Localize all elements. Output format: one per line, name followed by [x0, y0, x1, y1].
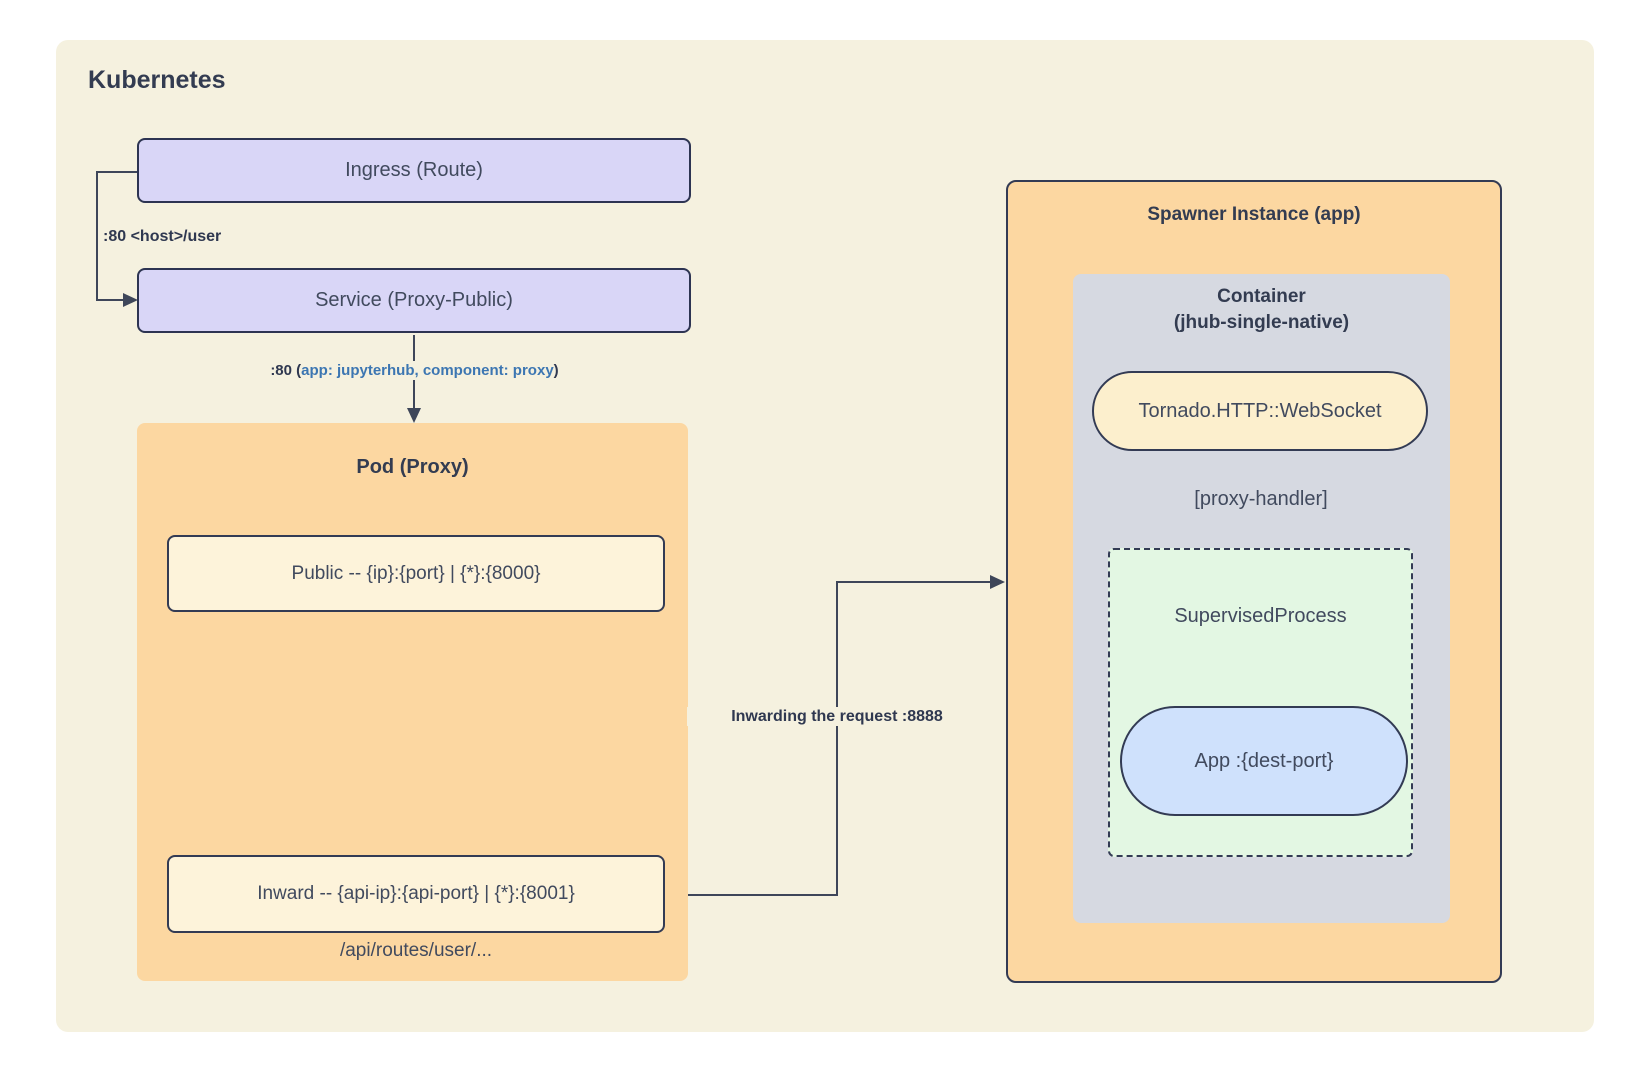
- tornado-websocket-node: Tornado.HTTP::WebSocket: [1092, 371, 1428, 451]
- port-suffix: ): [553, 362, 559, 379]
- service-pod-edge-label: :80 (app: jupyterhub, component: proxy): [262, 361, 567, 380]
- kubernetes-title: Kubernetes: [88, 66, 226, 94]
- selector-text: app: jupyterhub, component: proxy: [301, 362, 554, 379]
- port-prefix: :80 (: [270, 362, 302, 379]
- container-title-line2: (jhub-single-native): [1173, 312, 1350, 333]
- pod-proxy-title: Pod (Proxy): [356, 456, 469, 478]
- ingress-service-edge-label: :80 <host>/user: [103, 227, 222, 246]
- inward-endpoint-label: Inward -- {api-ip}:{api-port} | {*}:{800…: [257, 883, 575, 904]
- container-title: Container (jhub-single-native): [1073, 284, 1450, 336]
- api-routes-note: /api/routes/user/...: [339, 940, 493, 961]
- public-endpoint-label: Public -- {ip}:{port} | {*}:{8000}: [291, 562, 541, 584]
- spawner-instance-title: Spawner Instance (app): [1147, 204, 1361, 225]
- app-dest-port-label: App :{dest-port}: [1194, 749, 1334, 772]
- ingress-node: Ingress (Route): [137, 138, 691, 203]
- inward-spawner-edge-label: Inwarding the request :8888: [687, 707, 987, 726]
- service-node: Service (Proxy-Public): [137, 268, 691, 333]
- supervised-process-label: SupervisedProcess: [1174, 605, 1347, 627]
- ingress-label: Ingress (Route): [345, 159, 483, 181]
- app-dest-port-node: App :{dest-port}: [1120, 706, 1408, 816]
- tornado-websocket-label: Tornado.HTTP::WebSocket: [1138, 399, 1382, 422]
- service-label: Service (Proxy-Public): [315, 289, 513, 311]
- proxy-handler-label: [proxy-handler]: [1194, 488, 1328, 510]
- public-endpoint-node: Public -- {ip}:{port} | {*}:{8000}: [167, 535, 665, 612]
- container-title-line1: Container: [1217, 286, 1306, 307]
- inward-endpoint-node: Inward -- {api-ip}:{api-port} | {*}:{800…: [167, 855, 665, 933]
